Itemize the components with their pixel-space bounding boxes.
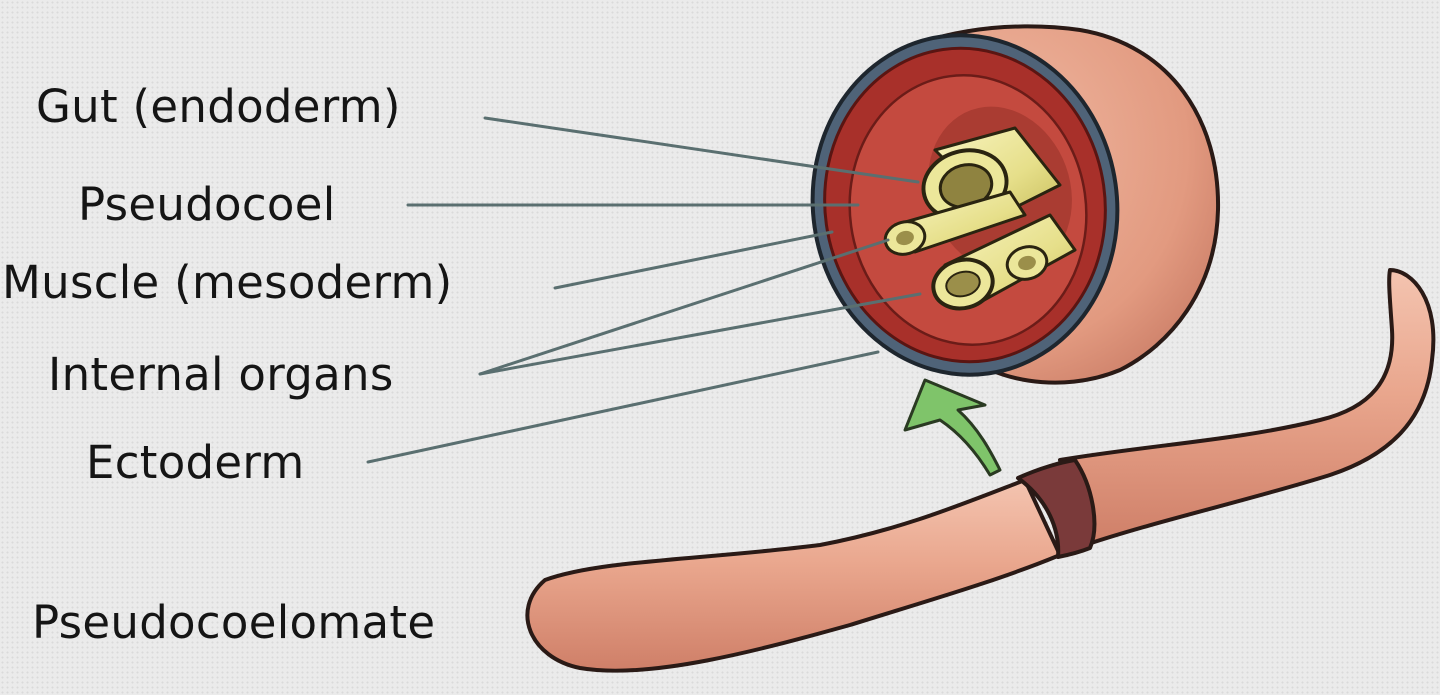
organ-tube-small-left-lumen — [896, 230, 914, 246]
label-muscle-mesoderm: Muscle (mesoderm) — [2, 256, 453, 309]
organ-tube-small-right-lumen — [1018, 255, 1036, 271]
leader-organs-a — [478, 238, 890, 376]
leader-lines — [366, 116, 922, 464]
diagram-title: Pseudocoelomate — [32, 596, 436, 649]
cross-section — [810, 24, 1221, 385]
zoom-arrow — [903, 378, 1002, 477]
label-pseudocoel: Pseudocoel — [78, 178, 336, 231]
label-gut-endoderm: Gut (endoderm) — [36, 80, 401, 133]
worm-tail-left — [525, 478, 1062, 673]
leader-ectoderm — [366, 350, 880, 464]
leader-gut — [483, 116, 920, 184]
worm-head-right — [1058, 268, 1436, 547]
leader-muscle — [553, 230, 834, 290]
organ-tube-lower-lumen — [945, 270, 981, 298]
leader-organs-b — [478, 292, 922, 376]
label-ectoderm: Ectoderm — [86, 436, 305, 489]
internal-organ-tubes — [883, 126, 1077, 311]
worm-body — [525, 268, 1436, 673]
label-internal-organs: Internal organs — [48, 348, 394, 401]
clitellum-band — [1016, 458, 1097, 559]
